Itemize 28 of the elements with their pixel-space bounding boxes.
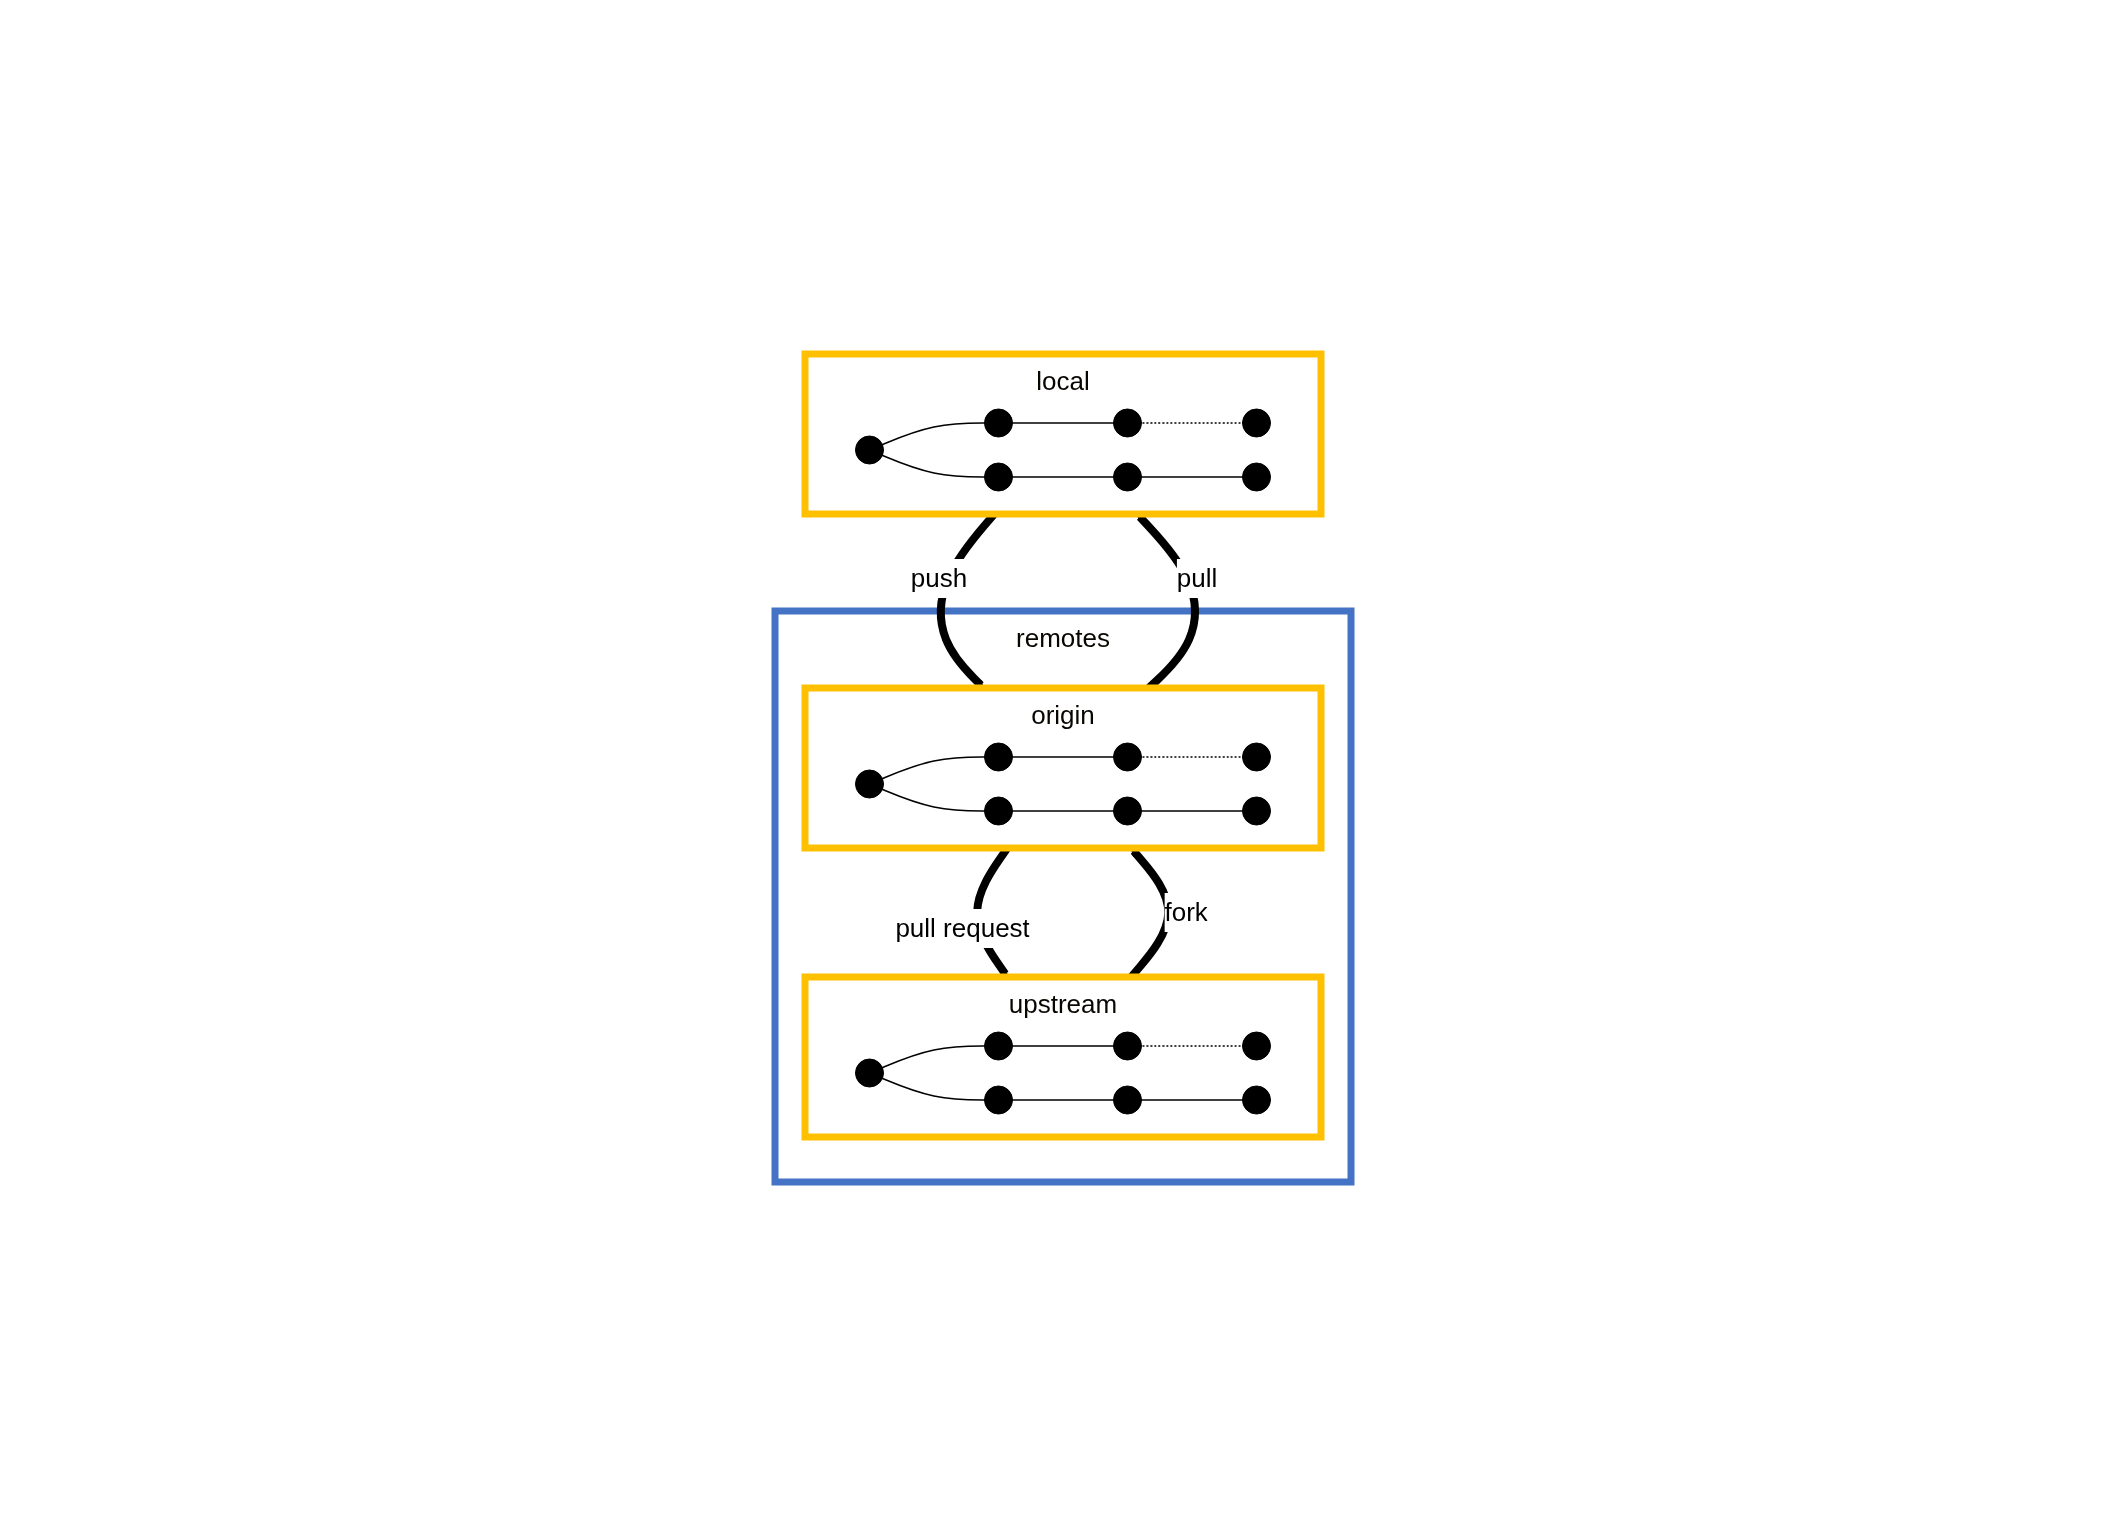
node-circle [855,435,884,464]
node-circle [855,769,884,798]
node-circle [1242,408,1271,437]
node-circle [1113,462,1142,491]
node-circle [855,1058,884,1087]
node-circle [984,462,1013,491]
node-circle [1113,742,1142,771]
node-circle [1242,1031,1271,1060]
node-circle [1113,796,1142,825]
edge-label: push [910,562,968,593]
edge-label: fork [1164,896,1208,927]
node-circle [1242,742,1271,771]
node-circle [1242,462,1271,491]
node-circle [1113,1031,1142,1060]
cluster: origin [801,684,1325,851]
node-circle [1242,1085,1271,1114]
node-circle [984,796,1013,825]
node-circle [984,1085,1013,1114]
edge-label: pull [1176,562,1218,593]
node-circle [984,1031,1013,1060]
edge-label: pull request [895,912,1030,943]
node-circle [1113,1085,1142,1114]
cluster: local [801,350,1325,517]
node-circle [1242,796,1271,825]
cluster: upstream [801,973,1325,1140]
node-circle [1113,408,1142,437]
node-circle [984,742,1013,771]
node-circle [984,408,1013,437]
